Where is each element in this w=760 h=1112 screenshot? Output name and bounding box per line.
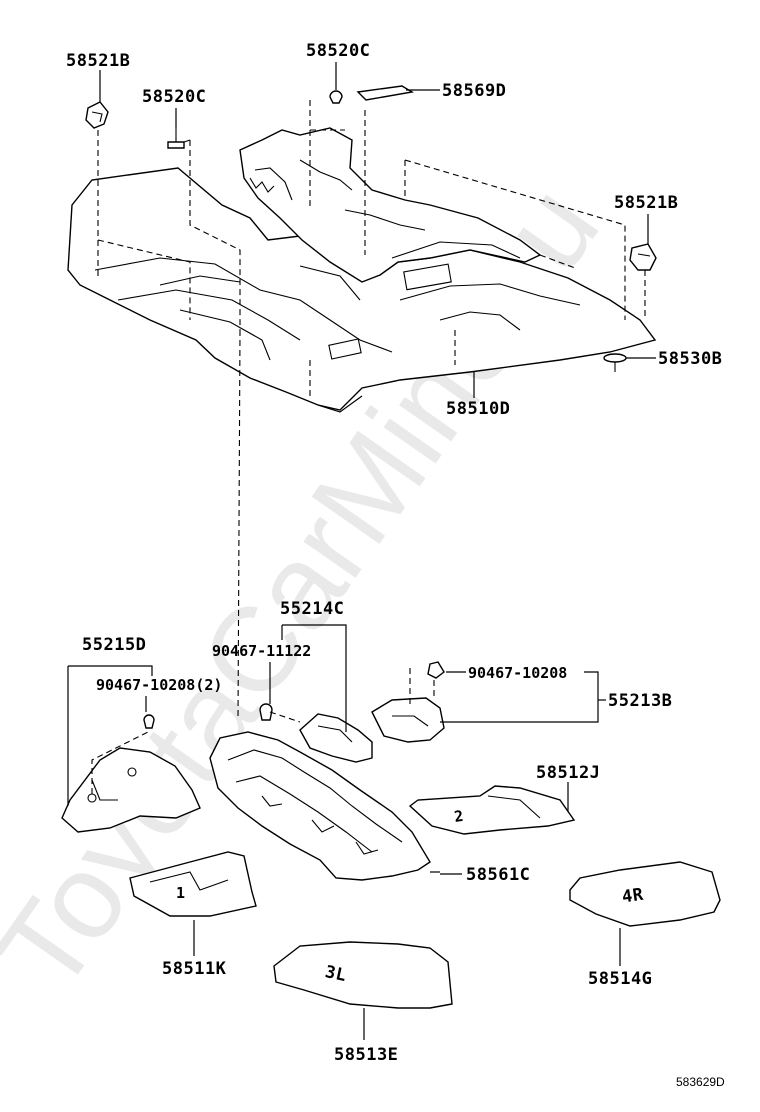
clip-58521B-top [85, 101, 109, 129]
mat-mark-2: 2 [453, 807, 464, 826]
assembly-dash-lines [97, 100, 646, 721]
insulator-55213B [371, 661, 445, 743]
mat-mark-1: 1 [176, 884, 185, 902]
label-58513E: 58513E [334, 1045, 398, 1065]
label-58561C: 58561C [466, 865, 530, 885]
label-55214C: 55214C [280, 599, 344, 619]
label-58569D: 58569D [442, 81, 506, 101]
label-55213B: 55213B [608, 691, 672, 711]
label-58512J: 58512J [536, 763, 600, 783]
fastener-58530B [603, 353, 627, 372]
mat-mark-4R: 4R [621, 885, 645, 908]
label-58520C-left: 58520C [142, 87, 206, 107]
floor-mat-58511K: 1 [129, 851, 257, 917]
label-58510D: 58510D [446, 399, 510, 419]
floor-mat-58514G: 4R [569, 861, 721, 927]
label-90467-11122: 90467-11122 [212, 642, 311, 660]
label-55215D: 55215D [82, 635, 146, 655]
figure-id: 583629D [676, 1075, 725, 1089]
label-58530B: 58530B [658, 349, 722, 369]
leader-lines [67, 62, 656, 1040]
mat-mark-3L: 3L [323, 962, 348, 986]
label-58521B-right: 58521B [614, 193, 678, 213]
screw-58520C-top [329, 90, 343, 104]
label-58520C-top: 58520C [306, 41, 370, 61]
label-58514G: 58514G [588, 969, 652, 989]
label-58511K: 58511K [162, 959, 227, 979]
label-90467-10208: 90467-10208 [468, 664, 567, 682]
tunnel-carpet-58561C [209, 731, 440, 881]
screw-58520C-left [167, 128, 185, 149]
floor-mat-58512J: 2 [408, 785, 576, 835]
insulator-55215D [61, 714, 201, 833]
clip-58521B-right [629, 243, 657, 271]
part-labels: 58521B 58520C 58520C 58569D 58521B 58530… [66, 41, 725, 1089]
insulator-55214C [259, 703, 373, 763]
floor-mat-58513E: 3L [273, 941, 453, 1009]
pad-58569D [356, 85, 414, 101]
floor-carpet-assembly [67, 127, 657, 413]
label-58521B-top: 58521B [66, 51, 130, 71]
label-90467-10208-2: 90467-10208(2) [96, 676, 222, 694]
